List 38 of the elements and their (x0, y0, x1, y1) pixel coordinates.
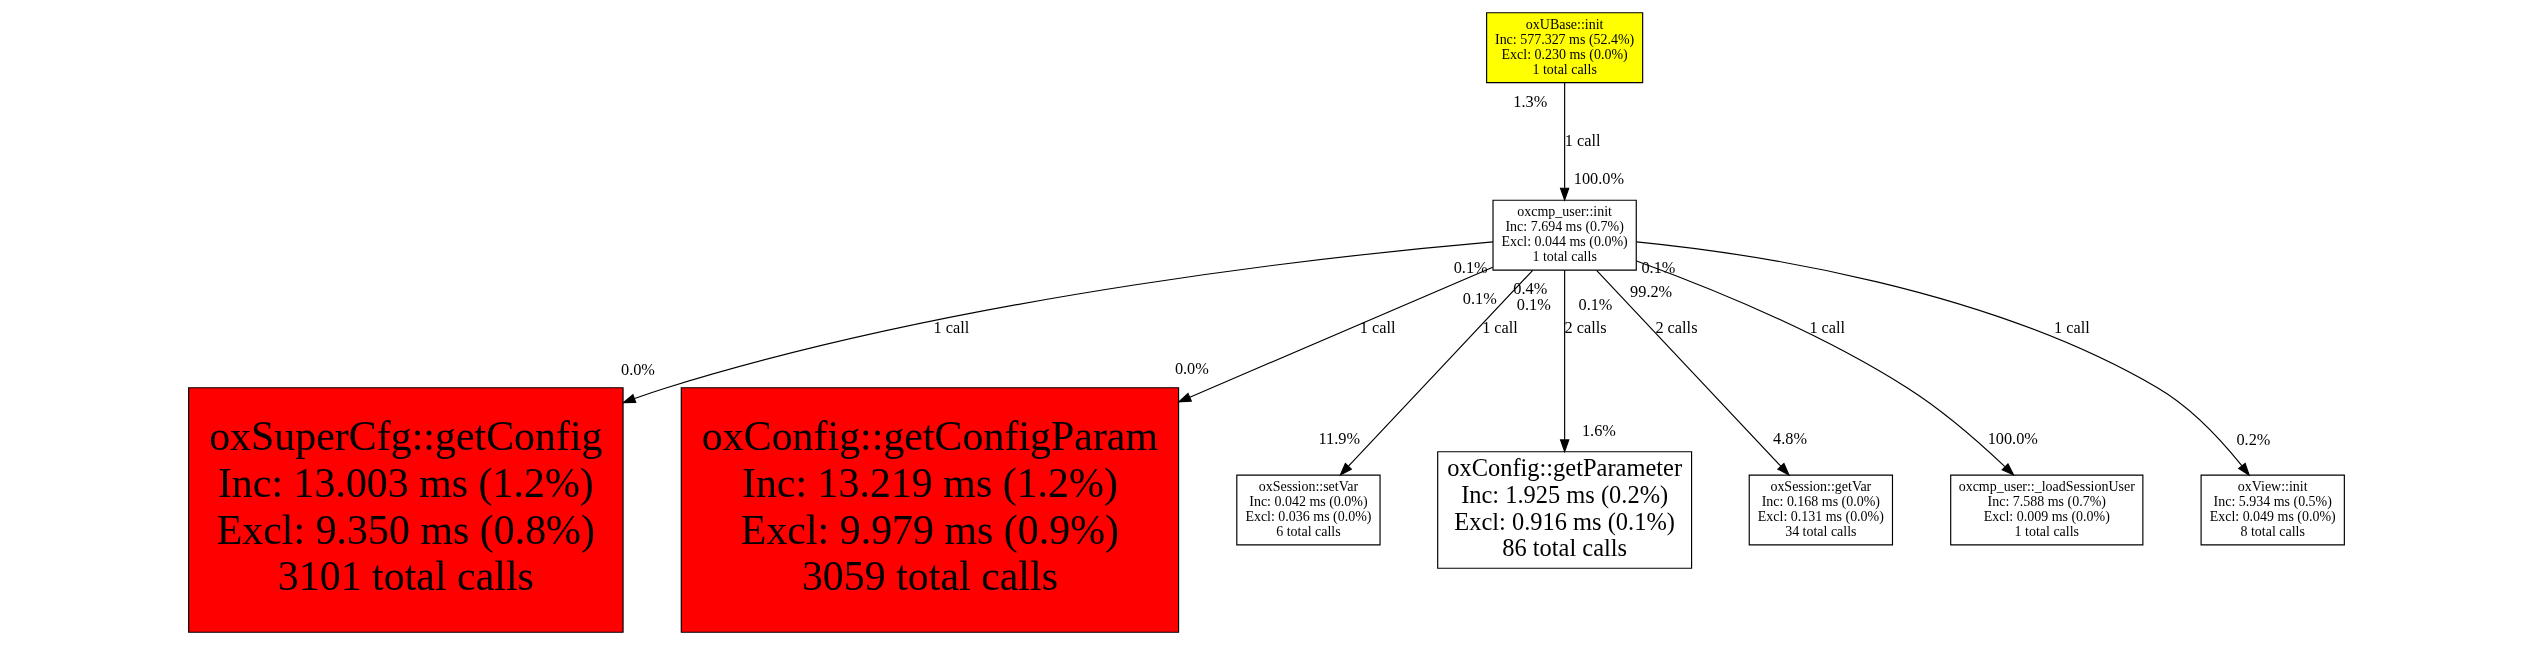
arrow (1559, 82, 1570, 202)
edge-label: 2 calls (1564, 318, 1607, 338)
arrow (1559, 269, 1570, 454)
node-label: 0.1% (1462, 288, 1497, 308)
arrow (1595, 269, 1790, 477)
node-box: oxSession::setVar Inc: 0.042 ms (0.0%) Excl: 0.036 ms (0.0%) 6 total calls (1235, 474, 1381, 546)
node-label: 100.0% (1987, 429, 2038, 449)
node-box: oxConfig::getConfigParam Inc: 13.219 ms (1.2%) Excl: 9.979 ms (0.9%) 3059 total calls (680, 387, 1179, 633)
arrow (621, 241, 1494, 404)
node-label: 99.2% (1629, 282, 1672, 302)
node-label: 0.1% (1453, 258, 1488, 278)
edge-label: 1 call (933, 318, 969, 338)
arrow (1635, 241, 2250, 477)
node-box: oxUBase::init Inc: 577.327 ms (52.4%) Excl: 0.230 ms (0.0%) 1 total calls (1485, 12, 1643, 84)
arrow (1338, 269, 1533, 477)
edge-label: 2 calls (1654, 318, 1697, 338)
node-box: oxSession::getVar Inc: 0.168 ms (0.0%) Excl: 0.131 ms (0.0%) 34 total calls (1748, 474, 1893, 546)
node-label: 0.0% (1174, 358, 1209, 378)
edge-label: 1 call (1564, 130, 1601, 150)
edge-label: 1 call (1481, 318, 1518, 338)
node-box: oxConfig::getParameter Inc: 1.925 ms (0.2%) Excl: 0.916 ms (0.1%) 86 total calls (1436, 451, 1692, 569)
arrow (1635, 260, 2015, 477)
node-box: oxSuperCfg::getConfig Inc: 13.003 ms (1.2%) Excl: 9.350 ms (0.8%) 3101 total calls (187, 387, 624, 633)
node-label: 0.2% (2235, 429, 2270, 449)
node-box: oxcmp_user::_loadSessionUser Inc: 7.588 ms (0.7%) Excl: 0.009 ms (0.0%) 1 total calls (1949, 474, 2143, 546)
node-label: 0.0% (620, 360, 655, 380)
edge-label: 1 call (1808, 318, 1845, 338)
node-label: 1.6% (1581, 421, 1616, 441)
arrow (1176, 266, 1493, 403)
node-box: oxView::init Inc: 5.934 ms (0.5%) Excl: 0.049 ms (0.0%) 8 total calls (2200, 474, 2345, 546)
node-label: 0.1% (1578, 294, 1612, 314)
node-label: 100.0% (1573, 169, 1624, 189)
node-label: 11.9% (1318, 429, 1360, 449)
node-label: 4.8% (1772, 429, 1807, 449)
edge-label: 1 call (1359, 318, 1396, 338)
node-label: 1.3% (1512, 91, 1547, 111)
node-box: oxcmp_user::init Inc: 7.694 ms (0.7%) Excl: 0.044 ms (0.0%) 1 total calls (1491, 199, 1637, 271)
edge-label: 1 call (2053, 318, 2090, 338)
